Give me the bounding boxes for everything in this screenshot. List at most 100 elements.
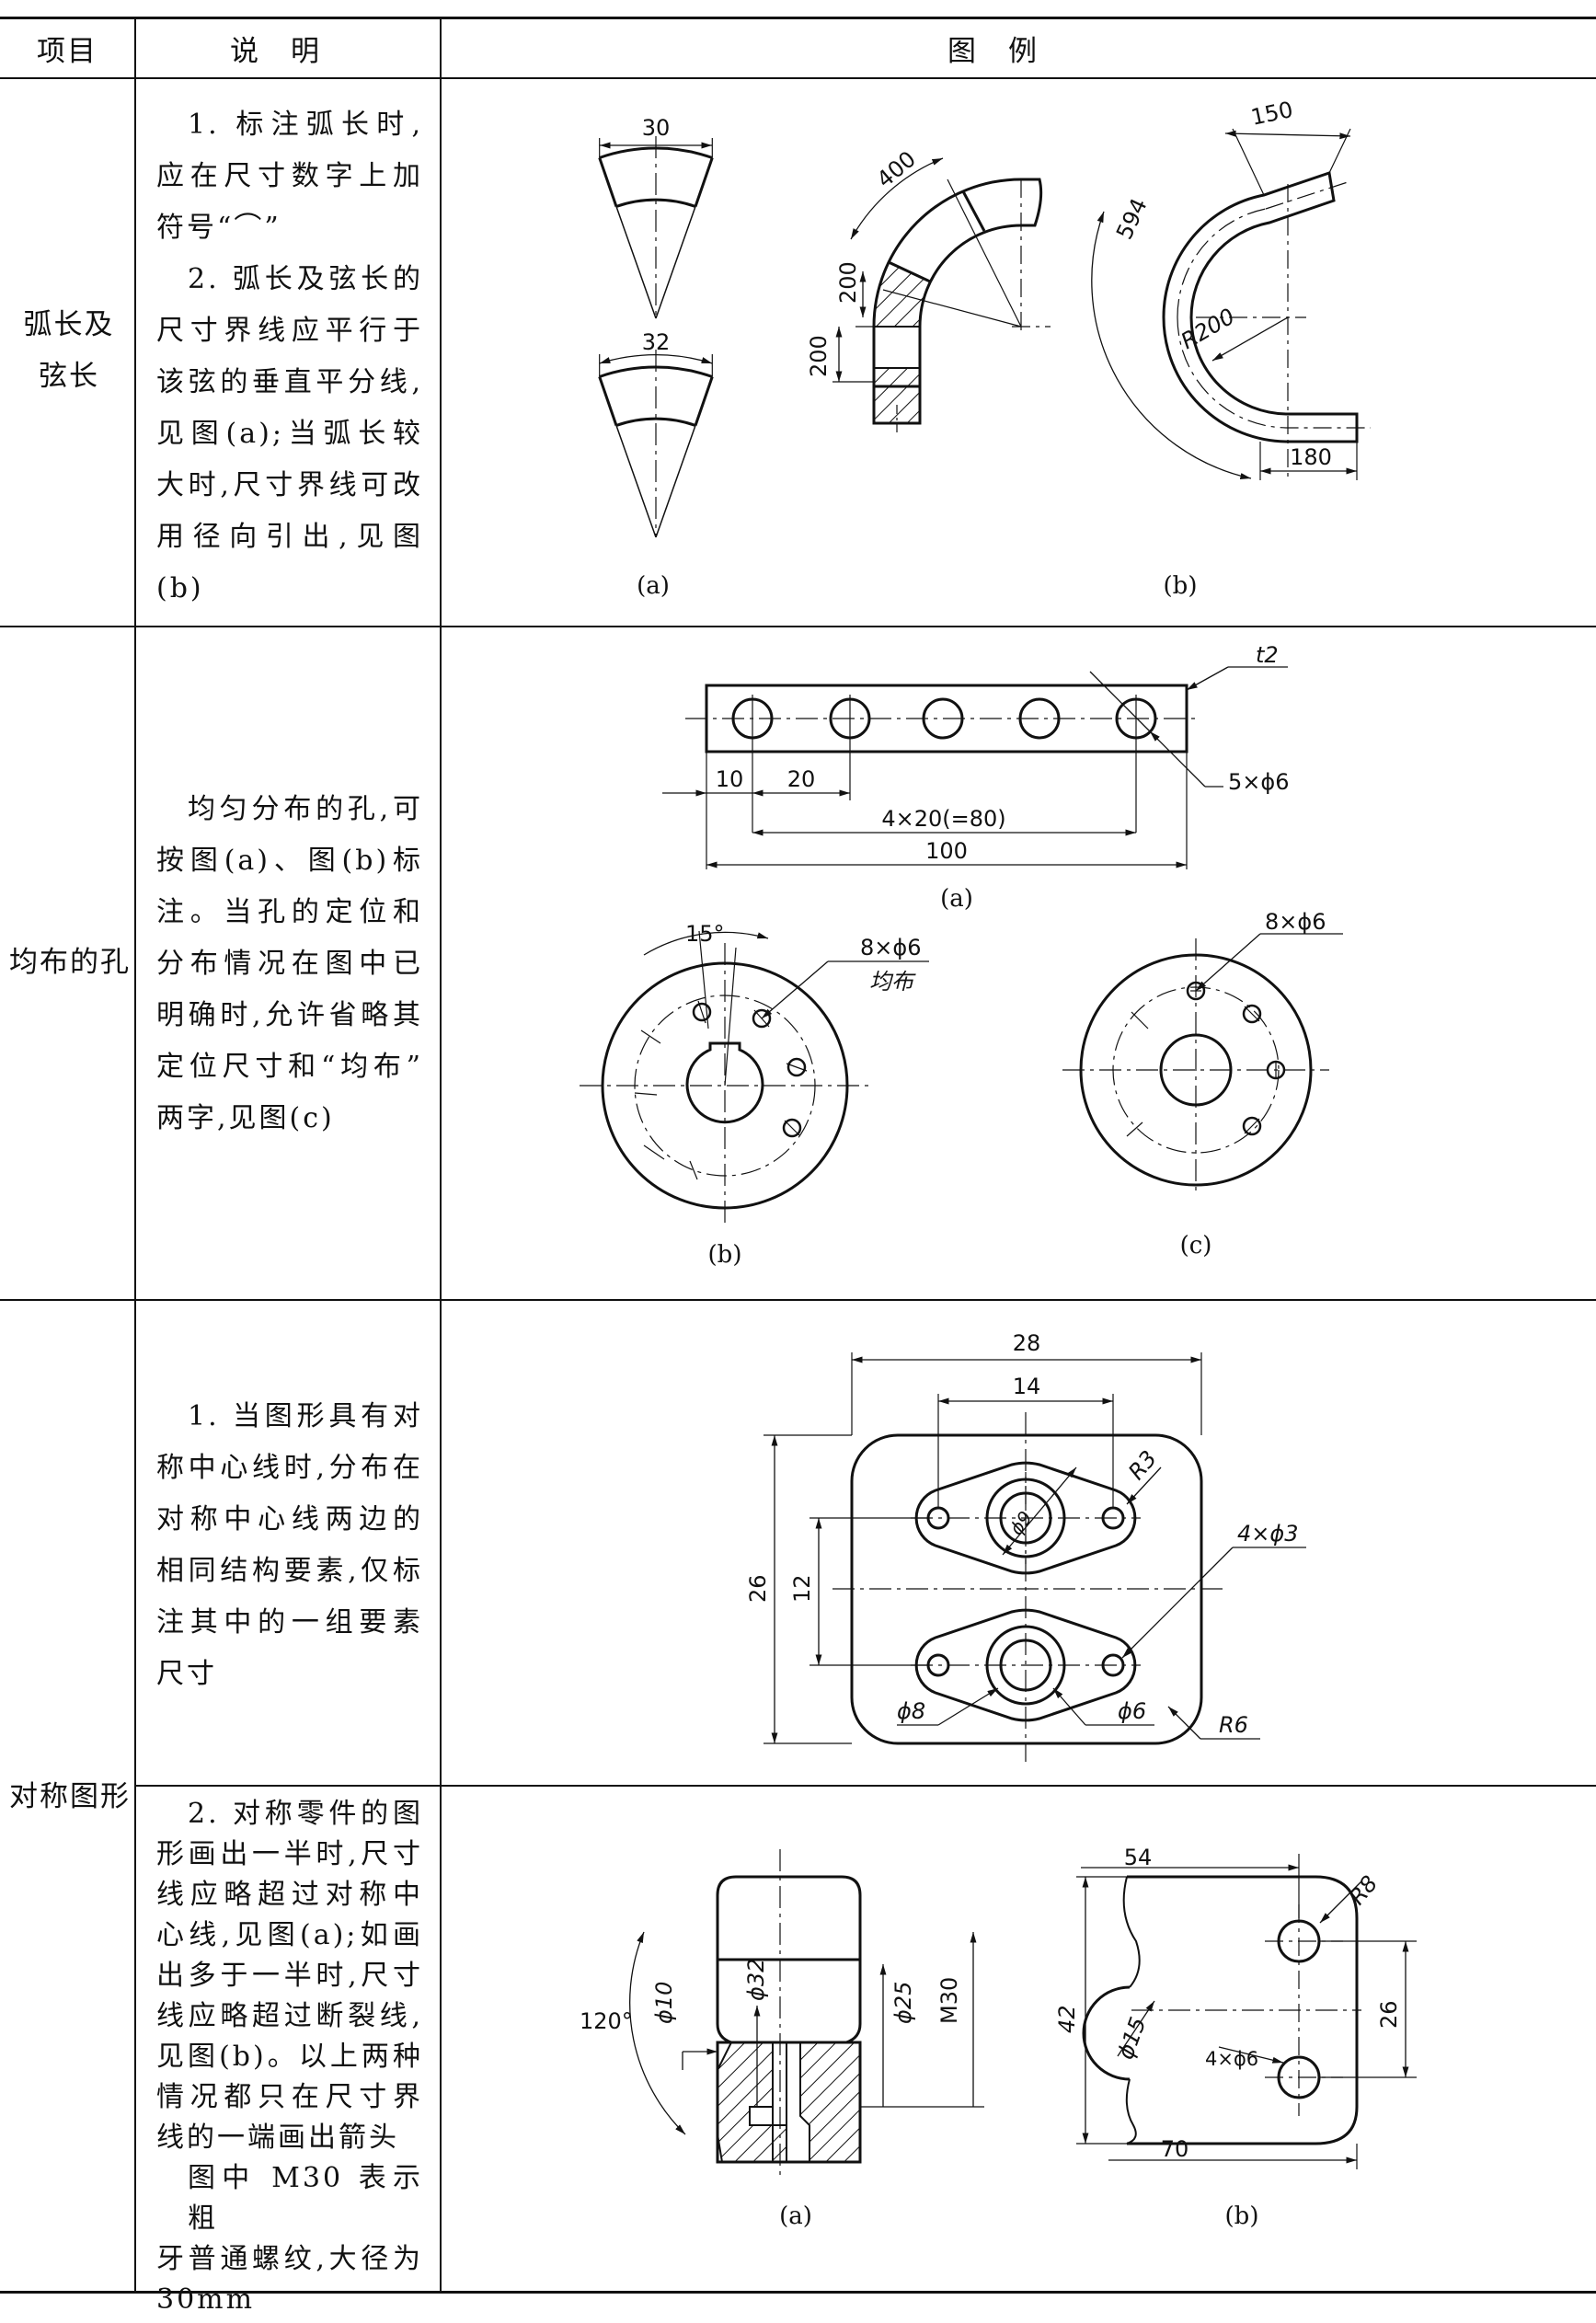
dim-14: 14 xyxy=(1013,1374,1041,1399)
dim-200-b: 200 xyxy=(806,335,832,377)
row1-desc-line: 尺寸界线应平行于 xyxy=(156,315,423,347)
dim-phi8: ϕ8 xyxy=(897,1698,925,1724)
row2-desc-line: 两字,见图(c) xyxy=(156,1102,335,1134)
row3-desc2-line: 线应略超过断裂线, xyxy=(156,2000,423,2032)
row1-desc-line: (b) xyxy=(156,572,204,604)
caption-row2-c: (c) xyxy=(1180,1232,1212,1259)
row1-item-line1: 弧长及 xyxy=(23,308,115,341)
header-fig: 图 例 xyxy=(947,35,1039,68)
row1-item-line2: 弦长 xyxy=(39,360,99,393)
u-tube-drawing xyxy=(1091,128,1371,480)
dim-28: 28 xyxy=(1013,1330,1041,1356)
caption-row2-b: (b) xyxy=(708,1241,742,1269)
table-top-rule xyxy=(0,17,1596,19)
row1-item: 弧长及 弦长 xyxy=(9,299,129,402)
caption-row2-a: (a) xyxy=(940,885,973,913)
row1-desc-line: 大时,尺寸界线可改 xyxy=(156,469,423,501)
row1-desc-line: 用径向引出,见图 xyxy=(156,521,423,553)
dim-20: 20 xyxy=(787,766,816,792)
nut-half-section-drawing xyxy=(629,1849,984,2180)
row3-desc2-line: 图中 M30 表示粗 xyxy=(188,2162,423,2235)
dim-phi32: ϕ32 xyxy=(743,1959,769,2001)
row3-desc2-line: 30mm xyxy=(156,2283,256,2316)
row2-item-line1: 均布的孔 xyxy=(9,946,131,979)
label-8-holes-c: 8×ϕ6 xyxy=(1265,909,1326,935)
angle-120: 120° xyxy=(580,2008,633,2034)
dim-100: 100 xyxy=(925,838,968,864)
dim-12: 12 xyxy=(789,1574,815,1603)
dim-26: 26 xyxy=(745,1574,771,1603)
label-holes-b: 4×ϕ6 xyxy=(1205,2048,1258,2070)
row3-desc2-line: 牙普通螺纹,大径为 xyxy=(156,2243,423,2275)
curved-bar-drawing xyxy=(832,157,1051,432)
row1-desc-line: 1. 标注弧长时, xyxy=(188,109,423,141)
header-rule xyxy=(0,77,1596,79)
dim-70: 70 xyxy=(1161,2136,1189,2162)
label-8-holes-b: 8×ϕ6 xyxy=(860,935,921,960)
label-5-holes: 5×ϕ6 xyxy=(1228,769,1289,795)
dim-180: 180 xyxy=(1290,444,1332,470)
row2-description: 均匀分布的孔,可 按图(a)、图(b)标 注。当孔的定位和 分布情况在图中已 明… xyxy=(156,784,423,1144)
dim-54: 54 xyxy=(1124,1845,1153,1870)
row3-desc1-line: 称中心线时,分布在 xyxy=(156,1452,423,1484)
row-rule-1 xyxy=(0,626,1596,627)
subrow-rule xyxy=(136,1785,1596,1787)
row3-desc2-line: 2. 对称零件的图 xyxy=(188,1798,423,1830)
row3-desc2-line: 情况都只在尺寸界 xyxy=(156,2081,423,2113)
row2-item: 均布的孔 xyxy=(6,937,134,988)
dim-30: 30 xyxy=(642,115,671,141)
arc-sector-bottom-drawing xyxy=(598,350,714,538)
dim-phi6: ϕ6 xyxy=(1118,1698,1146,1724)
dim-10: 10 xyxy=(716,766,744,792)
row3-description-2: 2. 对称零件的图 形画出一半时,尺寸 线应略超过对称中 心线,见图(a);如画… xyxy=(156,1794,423,2320)
dim-r8: R8 xyxy=(1344,1870,1383,1909)
row3-item: 对称图形 xyxy=(6,1771,134,1823)
row3-desc2-line: 心线,见图(a);如画 xyxy=(156,1919,423,1951)
row1-desc-line: 2. 弧长及弦长的 xyxy=(188,263,423,295)
row1-desc-line: 该弦的垂直平分线, xyxy=(156,366,423,398)
label-even-distribution: 均布 xyxy=(869,969,916,995)
row1-desc-line: 应在尺寸数字上加 xyxy=(156,160,423,192)
dim-4x20: 4×20(=80) xyxy=(881,806,1005,832)
row3-description-1: 1. 当图形具有对 称中心线时,分布在 对称中心线两边的 相同结构要素,仅标 注… xyxy=(156,1391,423,1700)
row3-item-line1: 对称图形 xyxy=(9,1780,131,1813)
dim-phi9: ϕ9 xyxy=(1005,1507,1037,1539)
label-m30: M30 xyxy=(936,1977,962,2024)
row3-desc2-line: 线应略超过对称中 xyxy=(156,1879,423,1911)
arc-sector-top-drawing xyxy=(598,136,714,319)
caption-b: (b) xyxy=(1164,572,1198,600)
label-4-holes: 4×ϕ3 xyxy=(1237,1521,1298,1547)
row3-desc2-line: 形画出一半时,尺寸 xyxy=(156,1838,423,1870)
row3-desc1-line: 相同结构要素,仅标 xyxy=(156,1555,423,1587)
row3-desc1-line: 1. 当图形具有对 xyxy=(188,1400,423,1432)
flange-b-drawing xyxy=(580,930,929,1228)
row1-desc-line: 见图(a);当弧长较 xyxy=(156,418,423,450)
row2-desc-line: 明确时,允许省略其 xyxy=(156,999,423,1031)
row2-desc-line: 定位尺寸和“均布” xyxy=(156,1051,423,1083)
row3-desc1-line: 尺寸 xyxy=(156,1658,217,1690)
row1-desc-line: 符号“⌒” xyxy=(156,212,281,244)
dim-200-a: 200 xyxy=(835,261,861,304)
dim-594: 594 xyxy=(1111,194,1153,243)
dim-r200: R200 xyxy=(1177,304,1239,354)
row2-desc-line: 均匀分布的孔,可 xyxy=(188,793,423,825)
row2-desc-line: 注。当孔的定位和 xyxy=(156,896,423,928)
header-item: 项目 xyxy=(37,35,98,68)
table-bottom-rule xyxy=(0,2291,1596,2294)
row2-desc-line: 按图(a)、图(b)标 xyxy=(156,845,423,877)
row1-description: 1. 标注弧长时, 应在尺寸数字上加 符号“⌒” 2. 弧长及弦长的 尺寸界线应… xyxy=(156,99,423,615)
angle-15: 15° xyxy=(685,921,725,947)
row3-desc1-line: 对称中心线两边的 xyxy=(156,1503,423,1535)
dim-26b: 26 xyxy=(1376,2000,1402,2029)
broken-plate-drawing xyxy=(1076,1854,1417,2169)
flange-c-drawing xyxy=(1062,933,1343,1196)
dim-400: 400 xyxy=(872,146,921,193)
col-divider-2 xyxy=(440,18,442,2292)
caption-a: (a) xyxy=(637,572,670,600)
symmetric-plate-drawing xyxy=(764,1352,1306,1762)
row3-desc1-line: 注其中的一组要素 xyxy=(156,1606,423,1639)
row3-desc2-line: 出多于一半时,尺寸 xyxy=(156,1960,423,1992)
dim-r6: R6 xyxy=(1219,1712,1248,1738)
